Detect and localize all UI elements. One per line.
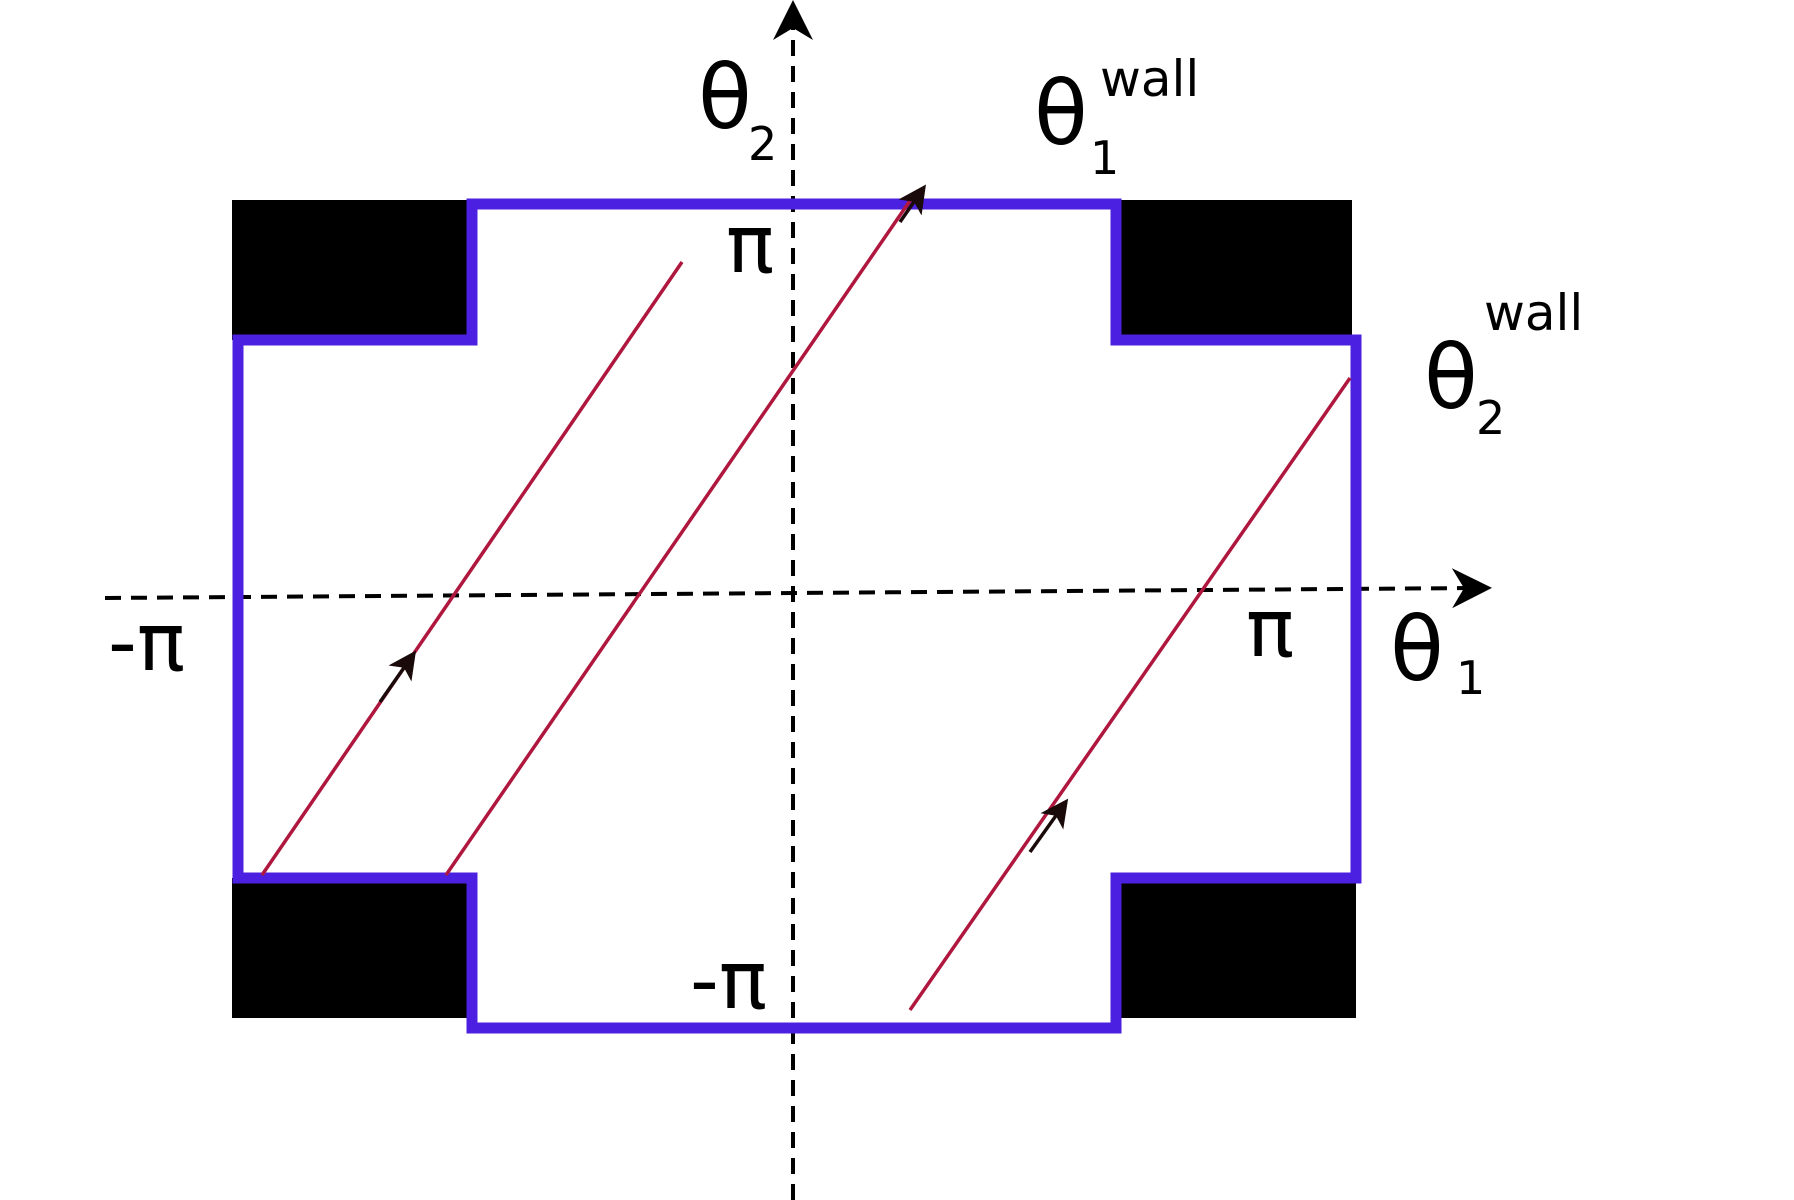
- trajectory-segment-2: [444, 191, 918, 876]
- theta1-axis: [104, 568, 1492, 609]
- neg-pi-bottom-label: -π: [690, 934, 767, 1027]
- trajectory-arrow-1: [378, 650, 417, 704]
- theta2-wall-label-subscript: 2: [1476, 391, 1505, 445]
- trajectory-segment-1: [260, 261, 684, 876]
- pi-top-label: π: [726, 198, 774, 291]
- theta1-wall-label: θ: [1034, 62, 1088, 165]
- trajectory-segment-3: [908, 377, 1352, 1011]
- obstacle-top-left: [232, 200, 470, 340]
- obstacle-top-right: [1120, 200, 1352, 340]
- theta1-wall-label-subscript: 1: [1090, 131, 1119, 185]
- theta1-axis-label: θ: [1390, 598, 1444, 701]
- theta2-axis-label-subscript: 2: [748, 117, 777, 171]
- allowed-region-boundary: [232, 198, 1362, 1034]
- trajectory-arrow-3: [1028, 798, 1069, 854]
- trajectory-arrow-2: [898, 184, 926, 223]
- theta2-wall-label-superscript: wall: [1484, 284, 1583, 342]
- theta1-axis-label-subscript: 1: [1456, 651, 1485, 705]
- obstacle-bottom-left: [232, 878, 470, 1018]
- obstacle-bottom-right: [1120, 878, 1356, 1018]
- theta2-wall-label: θ: [1424, 326, 1478, 429]
- pi-right-label: π: [1246, 582, 1294, 675]
- neg-pi-left-label: -π: [108, 596, 185, 689]
- theta2-axis-label: θ: [698, 46, 752, 149]
- theta1-wall-label-superscript: wall: [1100, 50, 1199, 108]
